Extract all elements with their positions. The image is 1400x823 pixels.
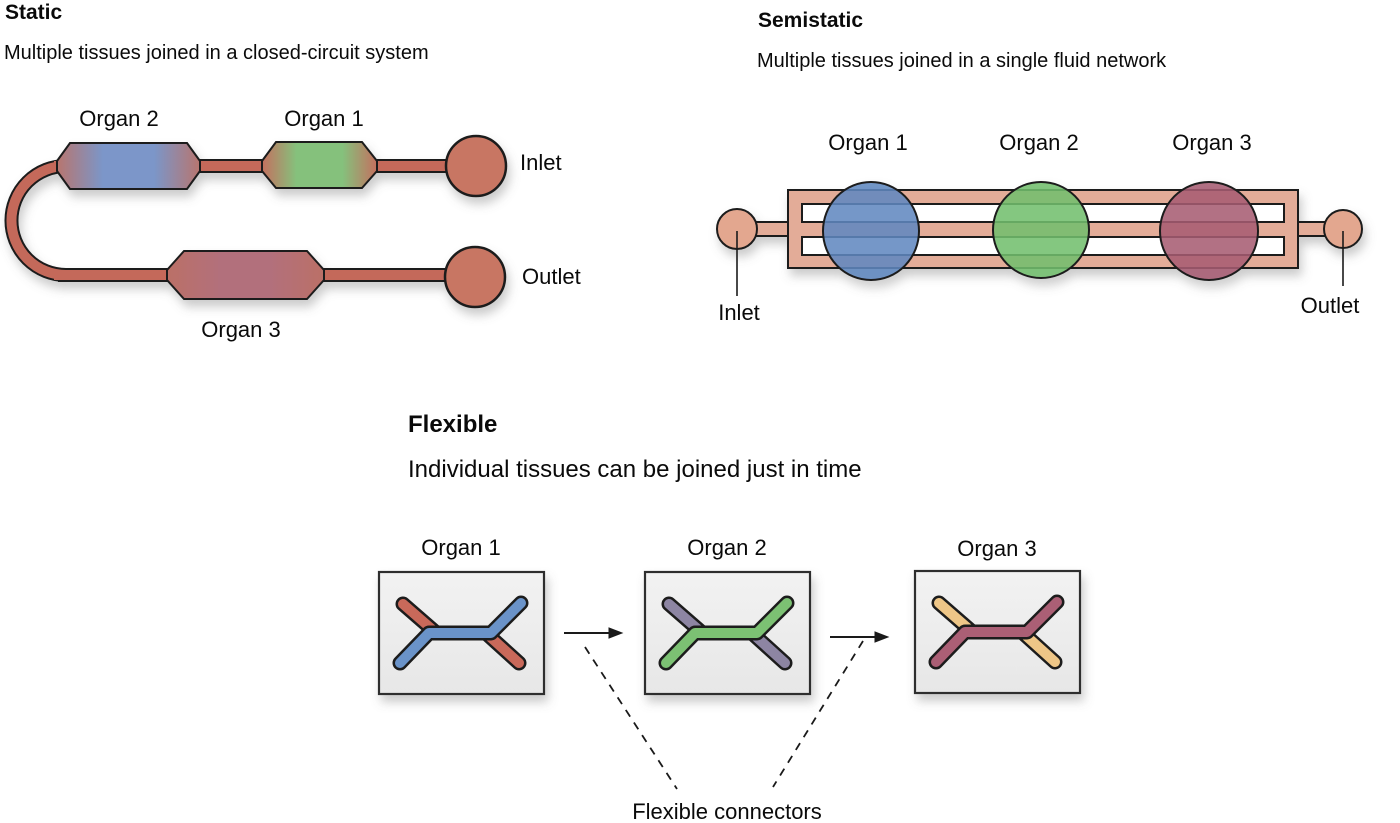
main-channel: [661, 598, 792, 668]
static-inlet-label: Inlet: [520, 150, 562, 175]
outlet-port: [443, 245, 507, 309]
u-turn-channel: [6, 161, 67, 280]
organ-3-chamber: [166, 250, 325, 300]
arrow-head: [608, 627, 624, 639]
semistatic-inlet-label: Inlet: [718, 300, 760, 325]
main-channel: [395, 598, 526, 668]
semistatic-organ3-label: Organ 3: [1172, 130, 1252, 155]
flexible-chip-organ3: [913, 569, 1082, 695]
organ-2-tissue: [992, 181, 1090, 279]
organ-1-tissue: [822, 181, 920, 281]
static-subtitle: Multiple tissues joined in a closed-circ…: [4, 42, 429, 64]
static-title: Static: [5, 1, 63, 24]
static-organ2-label: Organ 2: [79, 106, 159, 131]
u-turn-channel-outline: [4, 159, 67, 282]
inlet-port: [444, 134, 508, 198]
flexible-title: Flexible: [408, 411, 498, 438]
flexible-connector-pointers: [584, 640, 864, 790]
semistatic-organ1-label: Organ 1: [828, 130, 908, 155]
flexible-chip-organ2: [643, 570, 812, 696]
flexible-organ2-label: Organ 2: [687, 535, 767, 560]
flexible-connectors-label: Flexible connectors: [632, 799, 822, 823]
main-channel: [931, 597, 1062, 667]
semistatic-outlet-label: Outlet: [1300, 293, 1360, 318]
static-outlet-label: Outlet: [522, 264, 581, 289]
flexible-organ3-label: Organ 3: [957, 536, 1037, 561]
semistatic-device: [716, 181, 1363, 281]
static-organ1-label: Organ 1: [284, 106, 364, 131]
organ-3-tissue: [1159, 181, 1259, 281]
dashed-pointer-right: [772, 640, 864, 788]
organ-1-chamber: [261, 141, 378, 189]
dashed-pointer-left: [584, 646, 678, 790]
static-organ3-label: Organ 3: [201, 317, 281, 342]
semistatic-organ2-label: Organ 2: [999, 130, 1079, 155]
flexible-organ1-label: Organ 1: [421, 535, 501, 560]
flexible-subtitle: Individual tissues can be joined just in…: [408, 456, 862, 483]
semistatic-title: Semistatic: [758, 9, 864, 32]
chip-transfer-arrows: [564, 627, 890, 643]
flexible-chip-organ1: [377, 570, 546, 696]
organ-2-chamber: [56, 142, 201, 190]
semistatic-subtitle: Multiple tissues joined in a single flui…: [757, 50, 1167, 72]
arrow-head: [874, 631, 890, 643]
static-device: [4, 134, 508, 309]
